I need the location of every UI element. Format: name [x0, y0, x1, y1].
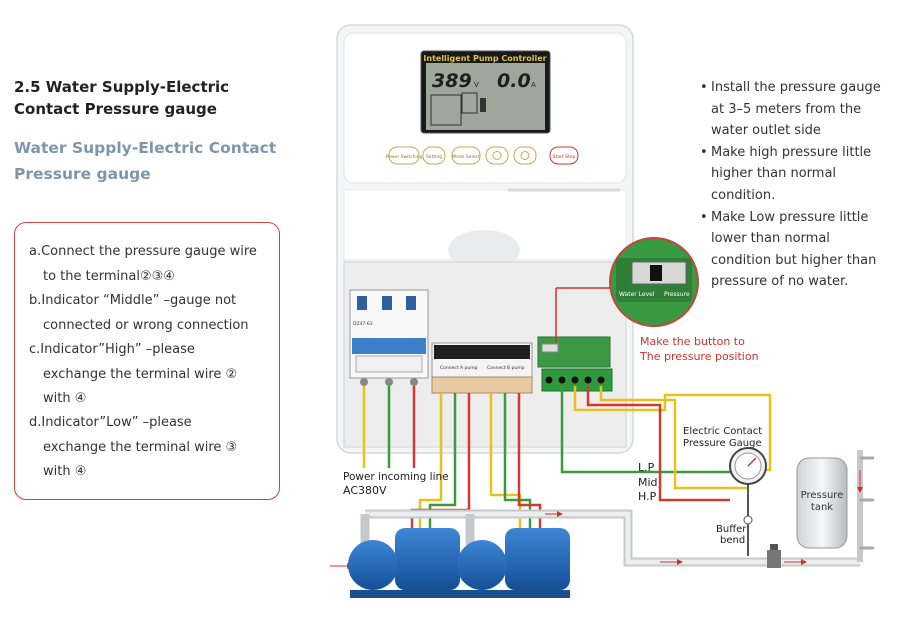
low-pressure-label: L.P	[638, 461, 655, 474]
pump-a	[348, 528, 460, 598]
step-c: c.Indicator”High” –please exchange the t…	[29, 338, 274, 412]
current-unit: A	[531, 81, 536, 89]
step-b-line2: connected or wrong connection	[43, 317, 249, 333]
step-b: b.Indicator “Middle” –gauge not connecte…	[29, 289, 274, 338]
step-c-line3: with ④	[43, 391, 87, 406]
note-item: Install the pressure gauge at 3–5 meters…	[700, 77, 890, 142]
arrow-up-button[interactable]	[485, 146, 509, 165]
power-line-label: Power incoming line	[343, 471, 449, 483]
pressure-tank: Pressure tank	[796, 450, 874, 562]
water-pipe	[330, 509, 860, 569]
mode-select-button[interactable]: Mode Select	[451, 146, 481, 165]
arrow-down-button[interactable]	[513, 146, 537, 165]
mode-select-label: Mode Select	[452, 154, 480, 160]
power-switching-button[interactable]: Power Switching	[386, 146, 423, 165]
controller-buttons[interactable]: Power Switching Setting Mode Select Star…	[386, 146, 579, 165]
note-1-line2: at 3–5 meters from the	[711, 101, 862, 117]
voltage-unit: V	[474, 81, 479, 89]
lcd-tank-icon	[461, 92, 478, 114]
inset-caption-line2: The pressure position	[639, 350, 759, 363]
note-item: Make Low pressure little lower than norm…	[700, 207, 890, 293]
power-switching-label: Power Switching	[386, 154, 423, 160]
terminal-b-label: Connect B pump	[487, 365, 525, 371]
setting-label: Setting	[426, 154, 442, 160]
gauge-label-line1: Electric Contact	[683, 426, 762, 437]
step-d-line2: exchange the terminal wire ③	[43, 439, 238, 455]
section-title: 2.5 Water Supply-Electric Contact Pressu…	[14, 76, 229, 120]
gauge-label-line2: Pressure Gauge	[683, 438, 762, 449]
subtitle-line2: Pressure gauge	[14, 165, 151, 183]
note-2-line1: Make high pressure little	[711, 144, 872, 160]
step-a: a.Connect the pressure gauge wire to the…	[29, 240, 274, 289]
instructions-box: a.Connect the pressure gauge wire to the…	[14, 222, 280, 500]
section-title-line1: 2.5 Water Supply-Electric	[14, 78, 230, 96]
step-a-line2: to the terminal②③④	[43, 268, 175, 284]
pump-terminal-blocks: Connect A pump Connect B pump	[431, 342, 533, 394]
terminal-a-label: Connect A pump	[440, 365, 478, 371]
buffer-label-line1: Buffer	[716, 524, 747, 535]
lcd-level-icon	[480, 98, 486, 112]
subtitle: Water Supply-Electric Contact Pressure g…	[14, 135, 276, 187]
inset-caption-line1: Make the button to	[640, 335, 745, 348]
subtitle-line1: Water Supply-Electric Contact	[14, 139, 277, 157]
step-d: d.Indicator”Low” –please exchange the te…	[29, 411, 274, 485]
note-3-line3: condition but higher than	[711, 252, 877, 268]
section-title-line2: Contact Pressure gauge	[14, 100, 217, 118]
voltage-reading: 389	[432, 70, 472, 92]
lcd-pump-icon	[430, 94, 462, 126]
note-1-line1: Install the pressure gauge	[711, 80, 881, 95]
lcd-display: Intelligent Pump Controller 389 V 0.0 A	[420, 50, 551, 134]
current-reading: 0.0	[497, 70, 531, 92]
step-c-line1: c.Indicator”High” –please	[29, 342, 195, 357]
pump-b	[457, 528, 570, 598]
water-level-label: Water Level	[619, 291, 655, 298]
pressure-gauge	[729, 447, 767, 556]
breaker-label: DZ47-63	[353, 321, 373, 327]
buffer-label-line2: bend	[720, 535, 745, 546]
tank-label-line1: Pressure	[801, 490, 844, 501]
step-c-line2: exchange the terminal wire ②	[43, 366, 238, 382]
note-3-line4: pressure of no water.	[711, 274, 849, 290]
note-1-line3: water outlet side	[711, 123, 821, 139]
step-d-line1: d.Indicator”Low” –please	[29, 415, 192, 430]
mid-pressure-label: Mid	[638, 476, 658, 489]
circuit-breaker: DZ47-63	[349, 289, 429, 386]
note-3-line2: lower than normal	[711, 231, 830, 247]
note-item: Make high pressure little higher than no…	[700, 142, 890, 207]
note-2-line3: condition.	[711, 187, 776, 203]
arrow-up-icon	[492, 151, 502, 160]
pressure-label: Pressure	[664, 291, 690, 298]
high-pressure-label: H.P	[638, 490, 657, 503]
step-d-line3: with ④	[43, 464, 87, 479]
notes-list: Install the pressure gauge at 3–5 meters…	[700, 77, 890, 293]
start-stop-button[interactable]: Start Stop	[549, 146, 579, 165]
step-b-line1: b.Indicator “Middle” –gauge not	[29, 293, 237, 308]
valve	[767, 544, 781, 568]
note-2-line2: higher than normal	[711, 166, 837, 182]
sensor-board	[537, 336, 613, 392]
step-a-line1: a.Connect the pressure gauge wire	[29, 244, 257, 259]
arrow-down-icon	[520, 151, 530, 160]
cover-hole	[448, 230, 520, 270]
start-stop-label: Start Stop	[553, 154, 576, 160]
tank-label-line2: tank	[811, 502, 833, 513]
setting-button[interactable]: Setting	[422, 146, 446, 165]
switch-inset: Water Level Pressure	[555, 237, 699, 343]
note-3-line1: Make Low pressure little	[711, 209, 869, 225]
power-voltage-label: AC380V	[343, 484, 387, 497]
controller-title: Intelligent Pump Controller	[423, 54, 546, 63]
